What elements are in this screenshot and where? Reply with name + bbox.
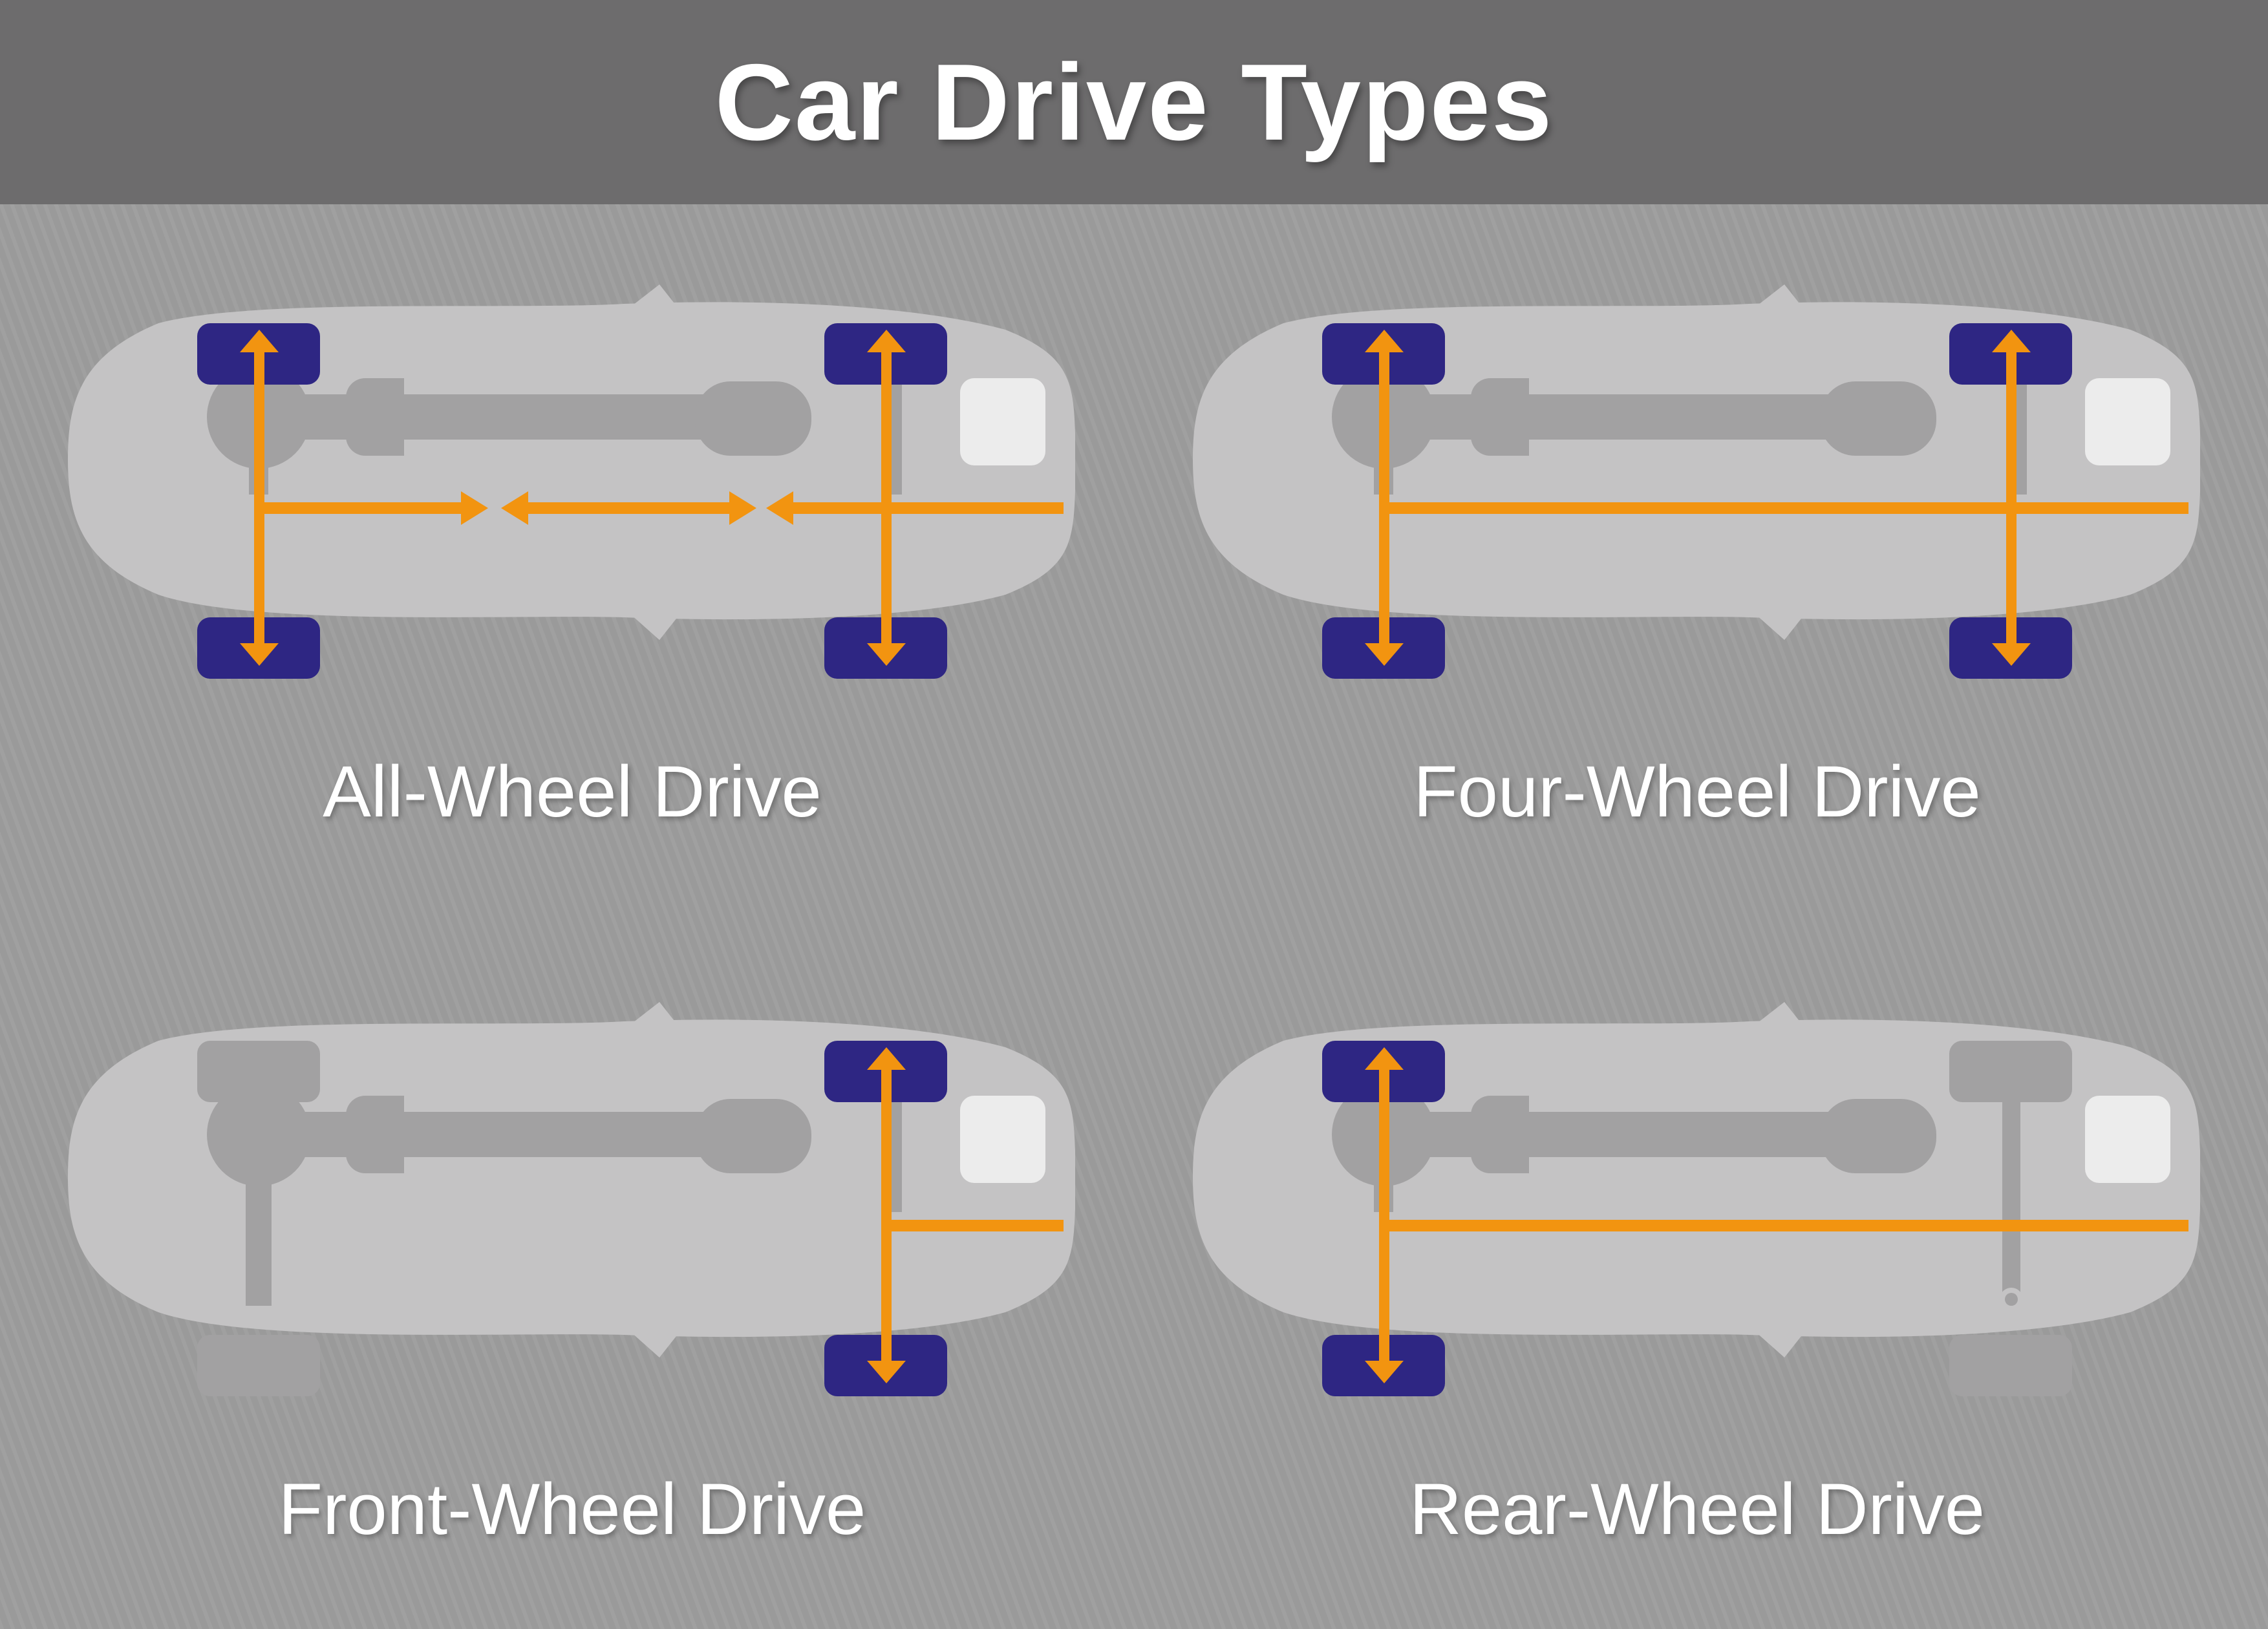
- car-body: [1193, 1002, 2200, 1358]
- power-arrows: [1365, 330, 2188, 666]
- car-body: [68, 1002, 1075, 1358]
- power-arrows: [867, 1047, 1064, 1383]
- 4wd-car-illustration: [1193, 284, 2200, 679]
- car-body: [68, 284, 1075, 640]
- 4wd-diagram: Four-Wheel Drive: [1186, 272, 2208, 832]
- awd-car-illustration: [68, 284, 1075, 679]
- diagram-label: All-Wheel Drive: [323, 751, 822, 832]
- wheel-rear-left: [197, 1041, 320, 1102]
- engine-block: [2085, 1096, 2170, 1183]
- engine-block: [2085, 378, 2170, 465]
- page-title: Car Drive Types: [714, 41, 1554, 163]
- diagram-label: Front-Wheel Drive: [278, 1469, 866, 1549]
- power-arrows: [240, 330, 1064, 666]
- header-bar: Car Drive Types: [0, 0, 2268, 204]
- drivetrain: [1332, 1060, 2023, 1311]
- wheel-front-left: [1949, 1041, 2072, 1102]
- diagram-label: Rear-Wheel Drive: [1409, 1469, 1985, 1549]
- engine-block: [960, 1096, 1045, 1183]
- rwd-diagram: Rear-Wheel Drive: [1186, 989, 2208, 1549]
- car-body: [1193, 284, 2200, 640]
- fwd-car-illustration: [68, 1002, 1075, 1396]
- diagram-label: Four-Wheel Drive: [1413, 751, 1981, 832]
- power-arrows: [1365, 1047, 2188, 1383]
- fwd-diagram: Front-Wheel Drive: [61, 989, 1083, 1549]
- rwd-car-illustration: [1193, 1002, 2200, 1396]
- wheel-rear-right: [197, 1335, 320, 1396]
- awd-diagram: All-Wheel Drive: [61, 272, 1083, 832]
- wheel-front-right: [1949, 1335, 2072, 1396]
- engine-block: [960, 378, 1045, 465]
